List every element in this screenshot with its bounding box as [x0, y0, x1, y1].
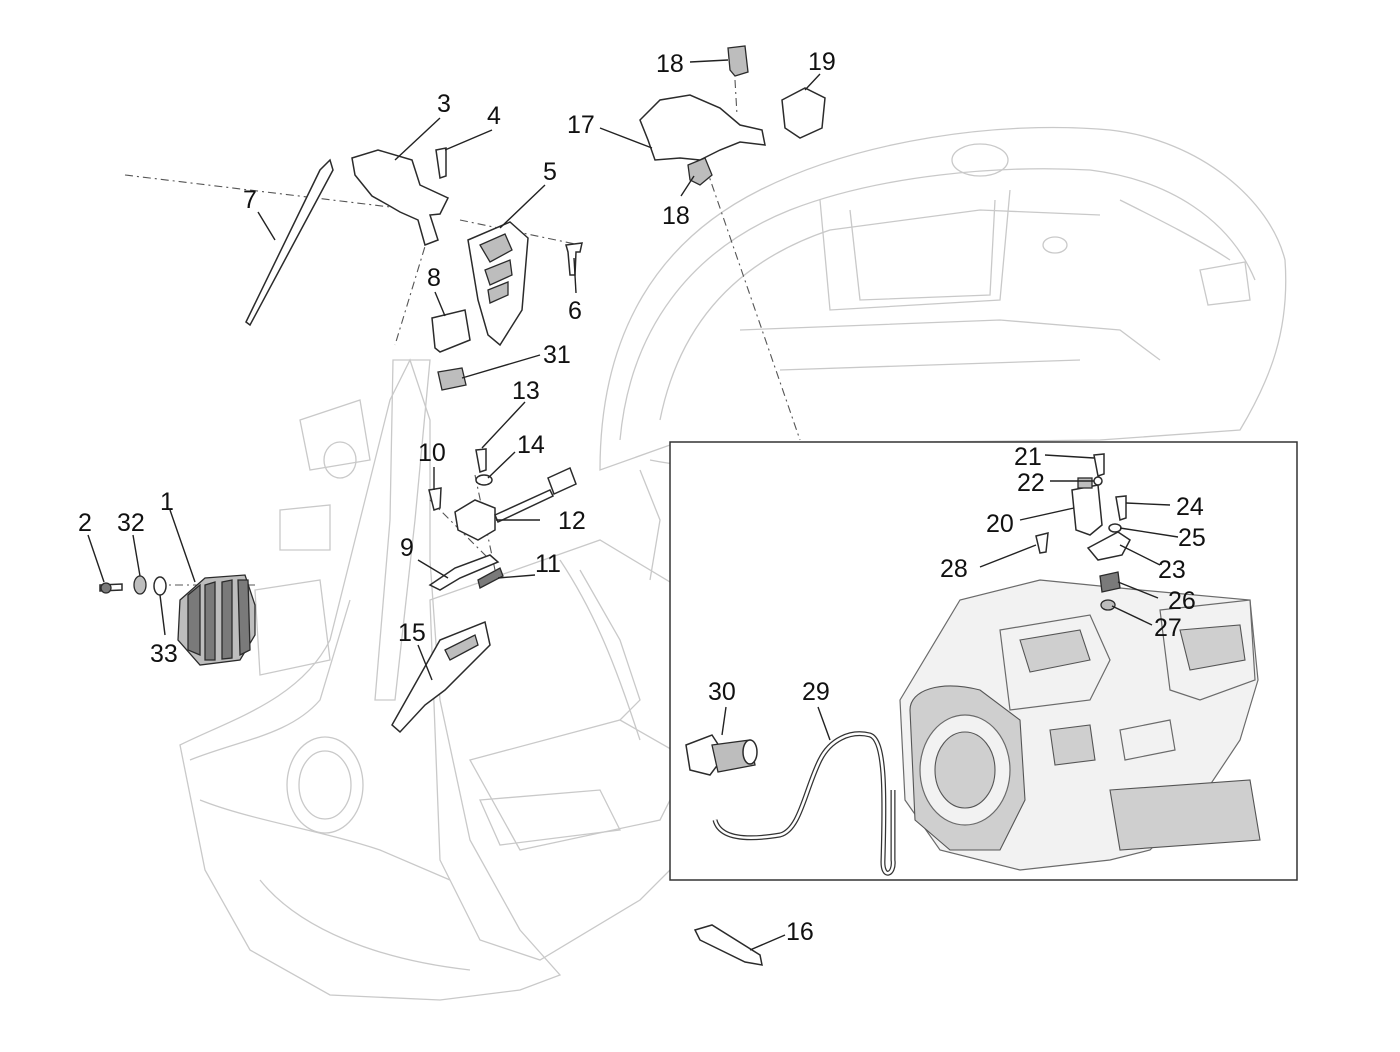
callout-12: 12: [558, 507, 586, 535]
callout-7: 7: [243, 186, 257, 214]
callout-5: 5: [543, 158, 557, 186]
fuse-31-part: [437, 367, 467, 391]
bracket-3-part: [351, 149, 450, 246]
callout-25: 25: [1178, 524, 1206, 552]
washer-32-part: [133, 575, 147, 595]
callout-labels: 1 2 3 4 5 6 7 8 9 10 11 12 13 14 15 16 1…: [78, 48, 1206, 946]
callout-27: 27: [1154, 614, 1182, 642]
callout-2: 2: [78, 509, 92, 537]
callout-28: 28: [940, 555, 968, 583]
washer-22-part: [1093, 476, 1103, 486]
callout-3: 3: [437, 90, 451, 118]
callout-22: 22: [1017, 469, 1045, 497]
callout-29: 29: [802, 678, 830, 706]
callout-4: 4: [487, 102, 501, 130]
washer-25-part: [1108, 523, 1122, 533]
sensor-12-part: [454, 466, 577, 541]
bracket-16-part: [693, 924, 763, 966]
callout-31: 31: [543, 341, 571, 369]
callout-23: 23: [1158, 556, 1186, 584]
seal-27-part: [1100, 599, 1116, 611]
callout-21: 21: [1014, 443, 1042, 471]
solenoid-20-part: [1071, 477, 1103, 536]
callout-13: 13: [512, 377, 540, 405]
callout-15: 15: [398, 619, 426, 647]
cable-tie-7-part: [245, 158, 334, 327]
screw-24-part: [1115, 495, 1127, 521]
screw-2-part: [99, 582, 123, 594]
bracket-9-part: [428, 554, 500, 591]
engine-assembly: [899, 579, 1261, 871]
voltage-regulator-part: [177, 574, 256, 666]
grommet-18-top-part: [727, 45, 749, 77]
callout-11: 11: [535, 550, 561, 578]
callout-19: 19: [808, 48, 836, 76]
callout-17: 17: [567, 111, 595, 139]
callout-30: 30: [708, 678, 736, 706]
control-unit-5-part: [467, 221, 529, 347]
callout-1: 1: [160, 488, 174, 516]
relay-8-part: [431, 309, 471, 353]
bracket-17-part: [639, 94, 766, 161]
callout-18-top: 18: [656, 50, 684, 78]
callout-9: 9: [400, 534, 414, 562]
clip-11-part: [477, 567, 504, 589]
washer-33-part: [153, 576, 167, 596]
callout-8: 8: [427, 264, 441, 292]
cover-15-slot: [444, 634, 479, 661]
callout-10: 10: [418, 439, 446, 467]
callout-20: 20: [986, 510, 1014, 538]
callout-26: 26: [1168, 587, 1196, 615]
callout-14: 14: [517, 431, 545, 459]
callout-32: 32: [117, 509, 145, 537]
cable-29-inner: [713, 732, 895, 875]
screw-4-part: [435, 147, 447, 179]
sensor-30-part: [685, 734, 758, 776]
callout-33: 33: [150, 640, 178, 668]
screw-10-part: [428, 487, 442, 511]
screw-13-part: [475, 448, 487, 473]
grommet-18-bottom-part: [687, 157, 713, 186]
screw-28-part: [1035, 532, 1049, 554]
spring-26-part: [1099, 571, 1121, 593]
connector-19-part: [781, 87, 826, 139]
callout-16: 16: [786, 918, 814, 946]
callout-6: 6: [568, 297, 582, 325]
callout-24: 24: [1176, 493, 1204, 521]
screw-21-part: [1093, 453, 1105, 477]
callout-18-bottom: 18: [662, 202, 690, 230]
leader-lines: [87, 59, 1179, 951]
